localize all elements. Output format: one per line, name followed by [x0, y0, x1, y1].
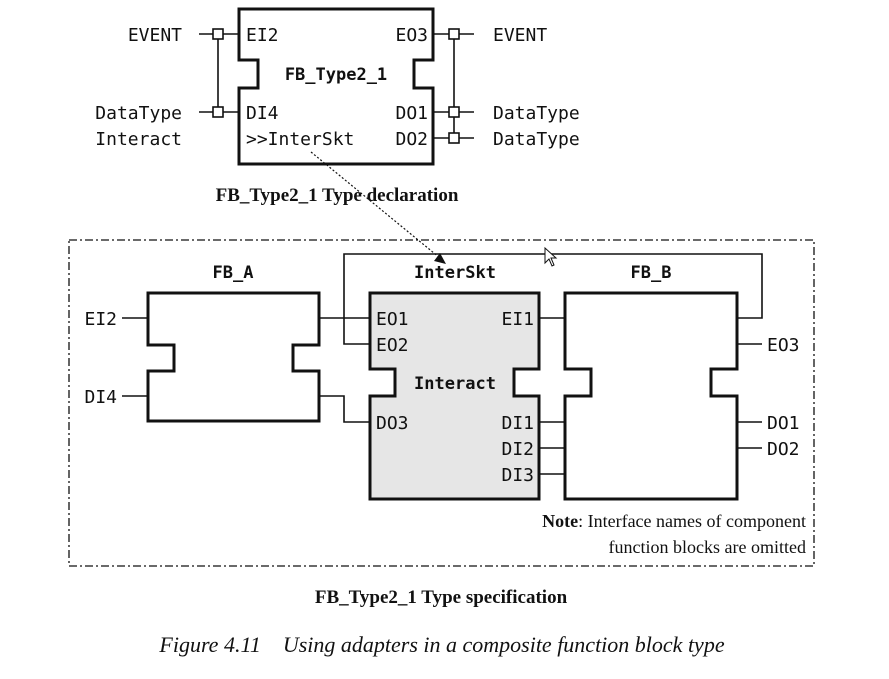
interskt-type-label: Interact: [414, 374, 496, 394]
mouse-cursor-icon: [544, 246, 558, 267]
with-square-di4: [212, 106, 224, 118]
interskt-port-ei1: EI1: [501, 309, 534, 330]
declaration-caption: FB_Type2_1 Type declaration: [216, 185, 459, 206]
with-square-do1: [448, 106, 460, 118]
fb-a-block: [146, 291, 321, 423]
wire-fba-do3: [319, 395, 370, 423]
interskt-block: [368, 291, 541, 501]
left-data-type: DataType: [95, 103, 182, 124]
interskt-port-di1: DI1: [501, 413, 534, 434]
ext-input-ei2: EI2: [84, 309, 117, 330]
ext-output-do2: DO2: [767, 439, 800, 460]
type-declaration: EI2 EO3 FB_Type2_1 DI4 >>InterSkt DO1 DO…: [95, 7, 580, 206]
socket-pointer: [310, 151, 446, 264]
interskt-port-do3: DO3: [376, 413, 409, 434]
interskt-port-eo2: EO2: [376, 335, 409, 356]
interskt-port-di2: DI2: [501, 439, 534, 460]
fb-b-name: FB_B: [631, 263, 672, 283]
note-text-1: : Interface names of component: [578, 511, 806, 531]
port-do2-label: DO2: [395, 129, 428, 150]
right-data-type-1: DataType: [493, 103, 580, 124]
specification-boundary: [68, 239, 815, 567]
interskt-port-eo1: EO1: [376, 309, 409, 330]
specification-caption: FB_Type2_1 Type specification: [315, 587, 568, 608]
with-square-eo3: [448, 28, 460, 40]
fb-type2-1-name: FB_Type2_1: [285, 65, 387, 85]
figure-caption: Figure 4.11 Using adapters in a composit…: [158, 632, 724, 657]
right-data-type-2: DataType: [493, 129, 580, 150]
note-bold: Note: [542, 511, 578, 531]
port-ei2-label: EI2: [246, 25, 279, 46]
ext-output-eo3: EO3: [767, 335, 800, 356]
fb-type2-1-block: [237, 7, 435, 166]
port-do1-label: DO1: [395, 103, 428, 124]
connection-wires: [122, 253, 763, 475]
type-specification: FB_A InterSkt Interact EO1 EO2 DO3 EI1 D…: [68, 239, 815, 608]
port-eo3-label: EO3: [395, 25, 428, 46]
note-line-2: function blocks are omitted: [609, 537, 806, 557]
left-adapter-type: Interact: [95, 129, 182, 150]
ext-input-di4: DI4: [84, 387, 117, 408]
right-association: [433, 28, 474, 144]
ext-output-do1: DO1: [767, 413, 800, 434]
with-square-ei2: [212, 28, 224, 40]
right-event-type: EVENT: [493, 25, 547, 46]
fb-a-name: FB_A: [213, 263, 254, 283]
left-event-type: EVENT: [128, 25, 182, 46]
fb-b-block: [563, 291, 739, 501]
left-association: [199, 28, 239, 118]
interskt-name: InterSkt: [414, 263, 496, 283]
note-line-1: Note: Interface names of component: [542, 511, 806, 531]
port-di4-label: DI4: [246, 103, 279, 124]
adapter-socket-label: >>InterSkt: [246, 129, 354, 150]
with-square-do2: [448, 132, 460, 144]
interskt-port-di3: DI3: [501, 465, 534, 486]
wire-eo2-loop: [343, 253, 763, 345]
